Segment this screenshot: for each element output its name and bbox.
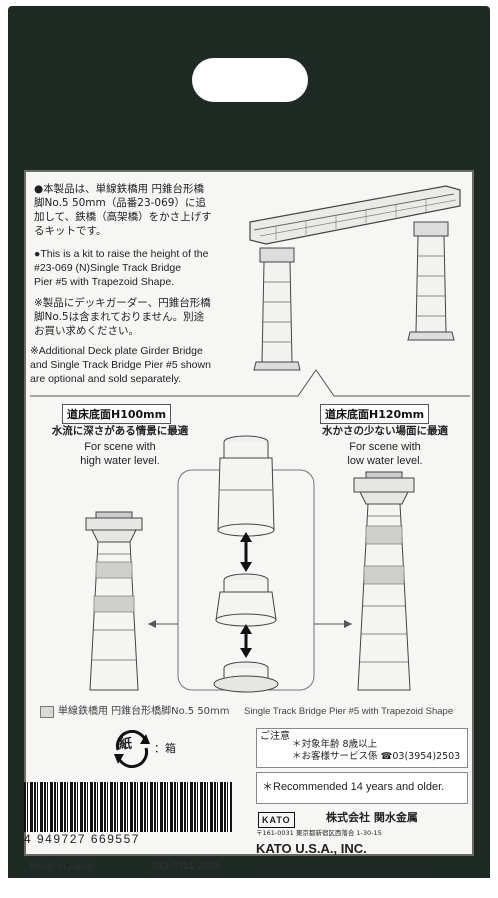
caption-jp: 単線鉄橋用 円錐台形橋脚No.5 50mm <box>58 706 230 717</box>
pier-diagram <box>85 435 415 693</box>
hang-hole <box>192 58 308 102</box>
intro-en-text: ●This is a kit to raise the height of th… <box>34 248 209 288</box>
package-bottom-edge <box>8 878 490 898</box>
note-jp-text: ※製品にデッキガーダー、円錐台形橋 脚No.5は含まれておりません。別途 お買い… <box>34 297 211 337</box>
made-in-japan: Made in Japan <box>30 861 96 872</box>
barcode-digits: 4 949727 669557 <box>24 832 140 846</box>
recycle-symbol: 紙 <box>119 737 133 752</box>
right-scene-jp: 水かさの少ない場面に最適 <box>322 425 448 437</box>
recommended-box <box>256 772 468 804</box>
recycle-paper-icon <box>114 730 150 768</box>
product-code: 023-0751-2203 <box>152 861 220 872</box>
caption-en: Single Track Bridge Pier #5 with Trapezo… <box>244 706 454 717</box>
recycle-label: ：箱 <box>154 742 176 755</box>
bridge-illustration <box>249 185 461 371</box>
company-jp-address: 〒161-0031 東京都新宿区西落合 1-30-15 <box>256 829 382 837</box>
caption-swatch <box>40 706 54 718</box>
left-scene-en: For scene with high water level. <box>80 441 160 467</box>
barcode <box>24 782 232 832</box>
company-us-address: 100 Remington Road, Schaumburg, IL 60173… <box>256 862 431 871</box>
left-scene-title: 道床底面H100mm <box>62 404 172 424</box>
notice-title: ご注意 <box>260 731 290 742</box>
notice-service: ＊お客様サービス係 ☎03(3954)2503 <box>292 751 461 762</box>
right-scene-en: For scene with low water level. <box>347 441 423 467</box>
notice-box <box>256 728 468 768</box>
company-us-name: KATO U.S.A., INC. <box>256 841 367 856</box>
company-jp-name: 株式会社 関水金属 <box>326 811 418 824</box>
intro-jp-text: ●本製品は、単線鉄橋用 円錐台形橋 脚No.5 50mm（品番23-069）に追… <box>34 183 212 237</box>
kato-logo: KATO <box>258 812 295 828</box>
recommended-age: ＊Recommended 14 years and older. <box>262 781 445 793</box>
right-scene-title: 道床底面H120mm <box>320 404 430 424</box>
section-divider <box>30 369 470 397</box>
left-scene-jp: 水流に深さがある情景に最適 <box>51 425 189 437</box>
notice-age: ＊対象年齢 8歳以上 <box>292 739 378 750</box>
note-en-text: ※Additional Deck plate Girder Bridge and… <box>30 345 211 385</box>
